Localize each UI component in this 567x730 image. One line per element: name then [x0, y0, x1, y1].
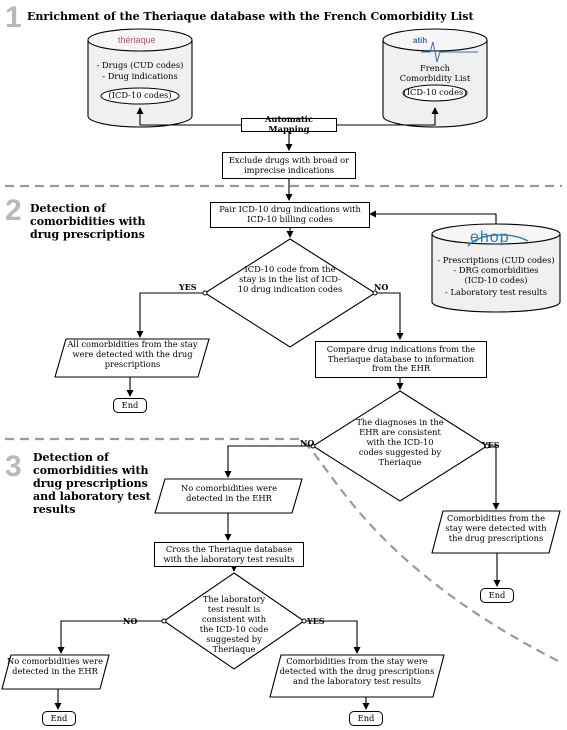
- ehop-logo: ehop: [470, 229, 510, 246]
- cross-box: Cross the Theriaque database with the la…: [154, 542, 304, 567]
- no-label-3: NO: [123, 616, 138, 626]
- theriaque-line-1: - Drugs (CUD codes): [96, 60, 184, 70]
- decision-2-text: The diagnoses in the EHR are consistent …: [356, 417, 444, 467]
- yes-label-2: YES: [482, 440, 500, 450]
- theriaque-codes: (ICD-10 codes): [108, 90, 172, 100]
- section-3-title: Detection of comorbidities with drug pre…: [33, 451, 151, 516]
- section-2-number: 2: [5, 194, 22, 227]
- all-detected-shape: [54, 338, 210, 378]
- lab-detected-text: Comorbidities from the stay were detecte…: [279, 656, 435, 686]
- ehop-database-cylinder: [431, 223, 561, 313]
- yes-label-1: YES: [179, 282, 197, 292]
- theriaque-line-2: - Drug indications: [102, 71, 178, 81]
- no-label-1: NO: [374, 282, 389, 292]
- atih-heartbeat-line: [421, 41, 478, 63]
- lab-detected-shape: [269, 654, 445, 698]
- theriaque-database-cylinder: [87, 28, 193, 128]
- decision-3-text: The laboratory test result is consistent…: [199, 594, 269, 654]
- none-detected-ehr-shape: [154, 478, 303, 514]
- atih-database-cylinder: [382, 28, 488, 128]
- none-detected-text: No comorbidities were detected in the EH…: [7, 656, 103, 676]
- end-box-4: End: [349, 711, 383, 726]
- theriaque-logo: thériaque: [118, 35, 156, 45]
- from-stay-detected-shape: [431, 510, 561, 554]
- atih-codes: (ICD-10 codes): [403, 87, 467, 97]
- decision-diamond-2: [311, 390, 489, 502]
- decision-diamond-3: [163, 572, 305, 670]
- all-detected-text: All comorbidities from the stay were det…: [67, 339, 198, 369]
- none-detected-shape: [1, 654, 110, 690]
- end-box-2: End: [480, 588, 514, 603]
- section-2-title: Detection of comorbidities with drug pre…: [30, 202, 146, 241]
- end-box-1: End: [113, 398, 147, 413]
- section-3-number: 3: [5, 450, 22, 483]
- atih-line-2: Comorbidity List: [399, 73, 471, 83]
- ehop-line-2: - DRG comorbidities: [453, 265, 539, 275]
- atih-line-1: French: [420, 63, 450, 73]
- yes-label-3: YES: [307, 616, 325, 626]
- section-1-number: 1: [5, 1, 22, 34]
- automatic-mapping-box: Automatic Mapping: [241, 114, 337, 134]
- compare-box: Compare drug indications from the Theria…: [315, 341, 487, 378]
- ehop-line-4: - Laboratory test results: [445, 287, 547, 297]
- from-stay-detected-text: Comorbidities from the stay were detecte…: [445, 513, 547, 543]
- pair-codes-box: Pair ICD-10 drug indications with ICD-10…: [210, 202, 370, 228]
- end-box-3: End: [42, 711, 76, 726]
- ehop-line-1: - Prescriptions (CUD codes): [437, 255, 555, 265]
- decision-1-text: ICD-10 code from the stay is in the list…: [237, 264, 343, 294]
- exclude-drugs-box: Exclude drugs with broad or imprecise in…: [222, 152, 356, 179]
- ehop-line-3: (ICD-10 codes): [464, 275, 528, 285]
- separator-2: [5, 437, 561, 663]
- none-detected-ehr-text: No comorbidities were detected in the EH…: [181, 483, 277, 503]
- decision-diamond-1: [203, 238, 377, 348]
- atih-logo: atih: [413, 36, 428, 45]
- section-1-title: Enrichment of the Theriaque database wit…: [27, 10, 474, 23]
- no-label-2: NO: [300, 438, 315, 448]
